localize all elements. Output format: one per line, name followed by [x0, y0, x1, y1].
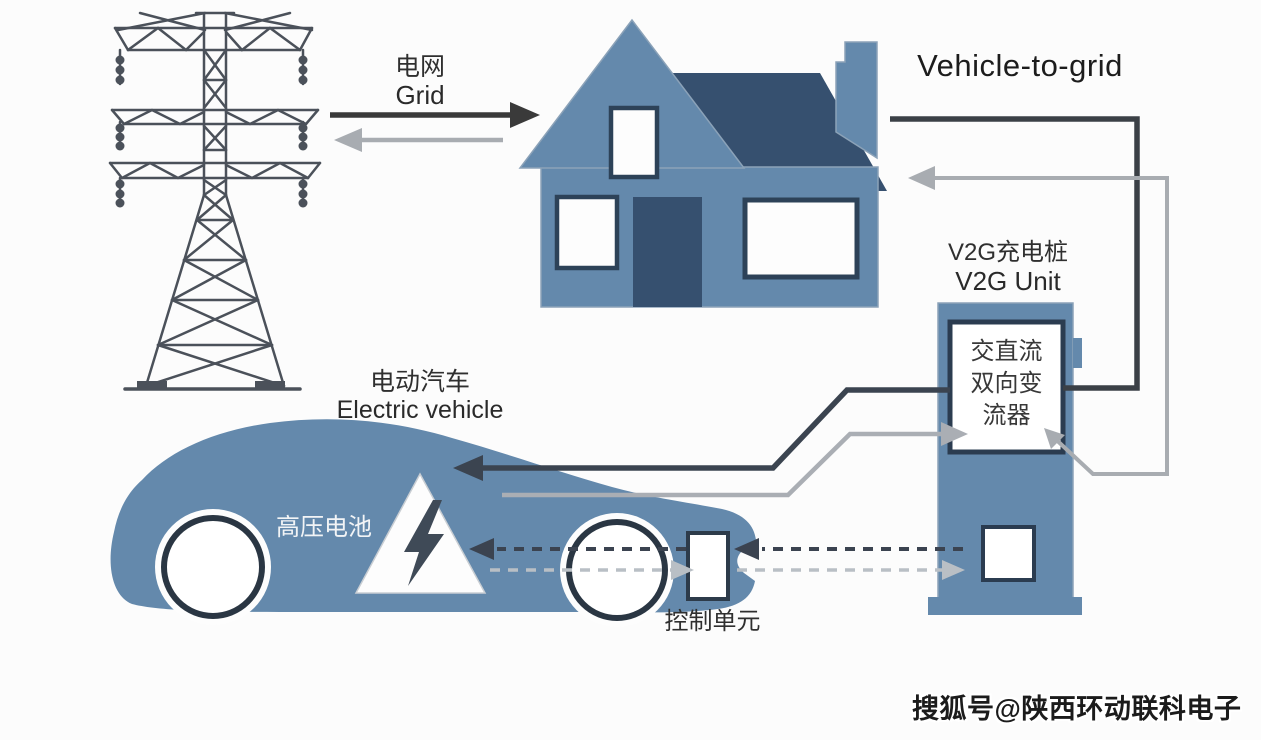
insulator-icon	[115, 48, 308, 208]
control-unit-box	[686, 531, 730, 601]
house-right-window	[742, 197, 860, 280]
v2g-unit-label-cn: V2G充电桩	[947, 239, 1069, 266]
lightning-triangle-icon	[354, 472, 487, 594]
v2g-unit-side-tab	[1073, 338, 1082, 368]
converter-label-line3: 流器	[982, 402, 1031, 429]
transmission-tower-icon	[108, 11, 322, 391]
grid-label-en: Grid	[395, 80, 445, 110]
dashed-arrowhead-gray	[671, 560, 694, 580]
house-gable-window	[608, 105, 660, 180]
ev-label-en: Electric vehicle	[336, 396, 504, 424]
v2g-to-house-arrow	[908, 166, 1169, 476]
v2g-port-box	[981, 525, 1036, 582]
ev-label-cn: 电动汽车	[369, 368, 470, 396]
v2g-unit-label-en: V2G Unit	[955, 266, 1061, 296]
car-to-v2g-arrow	[502, 422, 968, 498]
house-door	[633, 197, 702, 307]
converter-box	[947, 319, 1066, 455]
house-chimney	[835, 41, 878, 160]
grid-label-cn: 电网	[394, 53, 445, 81]
dashed-arrowhead	[469, 538, 494, 560]
v2g-to-car-arrow	[453, 387, 950, 481]
diagram-title: Vehicle-to-grid	[917, 48, 1123, 83]
converter-label-line2: 双向变	[970, 370, 1043, 397]
v2g-unit-base	[928, 597, 1082, 615]
dashed-arrowhead	[734, 538, 759, 560]
dashed-arrowhead-gray	[942, 560, 965, 580]
converter-label: 交直流 双向变 流器	[950, 336, 1063, 432]
converter-label-line1: 交直流	[970, 338, 1043, 365]
grid-to-house-arrow	[330, 102, 540, 128]
electric-car-icon	[110, 419, 757, 627]
battery-label: 高压电池	[276, 514, 372, 541]
house-to-grid-arrow	[334, 128, 503, 152]
control-unit-label: 控制单元	[664, 608, 761, 635]
house-icon	[518, 18, 887, 308]
v2g-unit-icon	[928, 302, 1082, 615]
watermark: 搜狐号@陕西环动联科电子	[912, 694, 1242, 724]
house-to-v2g-line	[890, 116, 1140, 391]
front-wheel-rim	[161, 515, 265, 619]
house-left-window	[554, 194, 620, 271]
